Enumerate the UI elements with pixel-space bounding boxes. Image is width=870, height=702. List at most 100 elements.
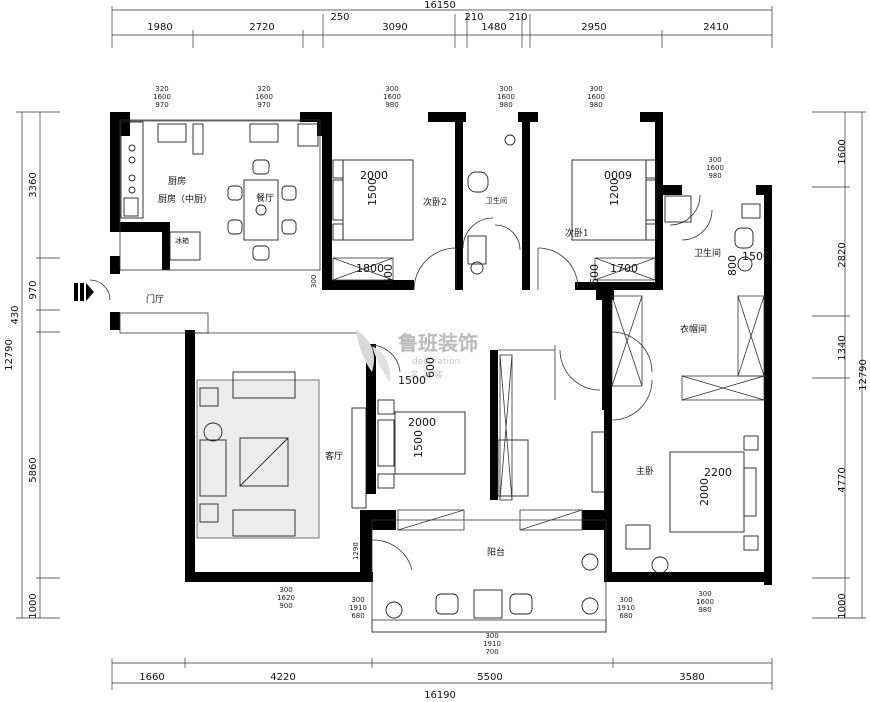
label-bath-shared: 卫生间 — [486, 196, 507, 205]
svg-text:1600: 1600 — [497, 93, 515, 101]
svg-text:鲁班装饰: 鲁班装饰 — [398, 331, 478, 355]
svg-text:1600: 1600 — [153, 93, 171, 101]
bedm-width: 2000 — [408, 416, 436, 429]
window-tag-w7: 300 1620 900 — [277, 586, 295, 610]
window-tag-w6: 300 1600 980 — [706, 156, 724, 180]
bottom-dim-3: 5500 — [477, 672, 502, 683]
svg-text:1600: 1600 — [383, 93, 401, 101]
svg-text:1600: 1600 — [587, 93, 605, 101]
left-dim-3: 430 — [10, 305, 21, 324]
right-dim-4: 4770 — [837, 467, 848, 492]
top-dimension-lines — [111, 6, 773, 48]
left-dim-5: 1000 — [28, 593, 39, 618]
label-kitchen: 厨房 — [168, 175, 186, 187]
wc-dim-a: 800 — [726, 255, 739, 276]
svg-text:1910: 1910 — [349, 604, 367, 612]
label-closet: 衣帽间 — [680, 323, 707, 335]
svg-text:1910: 1910 — [617, 604, 635, 612]
window-tag-w11: 300 1600 980 — [696, 590, 714, 614]
kitchen-counter — [120, 121, 319, 261]
bottom-dim-1: 1660 — [139, 672, 164, 683]
window-tag-w8: 300 1910 680 — [349, 596, 367, 620]
bottom-dimension-lines — [111, 658, 773, 690]
svg-text:名 品 装: 名 品 装 — [410, 369, 443, 381]
window-tag-w9: 300 1910 700 — [483, 632, 501, 656]
left-total-dim: 12790 — [4, 339, 15, 371]
bed1-bottom: 1700 — [610, 262, 638, 275]
bedm-top: 1500 — [398, 374, 426, 387]
bed-master — [625, 435, 759, 574]
svg-text:320: 320 — [257, 85, 270, 93]
label-bedroom2: 次卧2 — [423, 196, 447, 208]
top-dim-7: 210 — [508, 12, 527, 23]
balcony-furniture — [385, 553, 599, 619]
top-dim-5: 210 — [464, 12, 483, 23]
bed1-side: 600 — [588, 264, 601, 285]
window-tag-w10: 300 1910 680 — [617, 596, 635, 620]
label-bath-master: 卫生间 — [694, 247, 721, 259]
svg-text:980: 980 — [708, 172, 721, 180]
window-tag-w3: 300 1600 980 — [383, 85, 401, 109]
bed2-width: 2000 — [360, 169, 388, 182]
bed2-bottom: 1800 — [356, 262, 384, 275]
bed-bedroom2 — [332, 159, 414, 241]
svg-text:1600: 1600 — [706, 164, 724, 172]
interior-lines — [119, 119, 765, 633]
bedm-side: 600 — [424, 357, 437, 378]
svg-text:700: 700 — [485, 648, 498, 656]
living-rug — [196, 379, 320, 539]
top-dim-8: 2950 — [581, 22, 606, 33]
wc-dim-b: 1500 — [742, 250, 770, 263]
svg-text:300: 300 — [279, 586, 292, 594]
master-bed-length: 2000 — [698, 478, 711, 506]
svg-text:980: 980 — [385, 101, 398, 109]
tv-cabinet — [351, 407, 607, 509]
left-dim-2: 970 — [28, 280, 39, 299]
bed-middle — [377, 399, 466, 489]
label-bedroom1: 次卧1 — [565, 227, 589, 239]
svg-text:300: 300 — [351, 596, 364, 604]
right-dim-1: 1600 — [837, 139, 848, 164]
svg-text:680: 680 — [619, 612, 632, 620]
svg-text:970: 970 — [257, 101, 270, 109]
svg-text:300: 300 — [589, 85, 602, 93]
svg-text:1910: 1910 — [483, 640, 501, 648]
bathroom-fixtures — [467, 134, 761, 275]
bed-bedroom1 — [571, 159, 657, 241]
svg-text:320: 320 — [155, 85, 168, 93]
svg-text:300: 300 — [698, 590, 711, 598]
label-living: 客厅 — [325, 450, 343, 462]
svg-text:1600: 1600 — [255, 93, 273, 101]
bed2-length: 1500 — [366, 178, 379, 206]
svg-text:980: 980 — [589, 101, 602, 109]
bed1-width: 0009 — [604, 169, 632, 182]
sofa-set — [199, 371, 296, 537]
right-dim-3: 1340 — [837, 335, 848, 360]
top-dim-4: 3090 — [382, 22, 407, 33]
label-foyer: 门厅 — [146, 293, 164, 305]
bottom-dim-4: 3580 — [679, 672, 704, 683]
svg-text:decoration: decoration — [412, 357, 460, 367]
top-dim-6: 1480 — [481, 22, 506, 33]
left-dimension-lines — [16, 111, 60, 619]
bed2-side: 600 — [382, 264, 395, 285]
right-total-dim: 12790 — [858, 359, 869, 391]
svg-text:1620: 1620 — [277, 594, 295, 602]
svg-text:300: 300 — [708, 156, 721, 164]
right-dim-2: 2820 — [837, 242, 848, 267]
left-dim-4: 5860 — [28, 457, 39, 482]
top-dim-3: 250 — [330, 12, 349, 23]
label-fridge: 冰箱 — [175, 236, 189, 245]
svg-text:300: 300 — [385, 85, 398, 93]
dining-table — [227, 159, 297, 261]
svg-text:980: 980 — [499, 101, 512, 109]
right-dimension-lines — [812, 111, 866, 619]
top-dim-9: 2410 — [703, 22, 728, 33]
window-tag-w4: 300 1600 980 — [497, 85, 515, 109]
svg-text:900: 900 — [279, 602, 292, 610]
left-dim-1: 3360 — [28, 172, 39, 197]
right-dim-5: 1000 — [837, 593, 848, 618]
svg-text:300: 300 — [619, 596, 632, 604]
svg-text:300: 300 — [485, 632, 498, 640]
